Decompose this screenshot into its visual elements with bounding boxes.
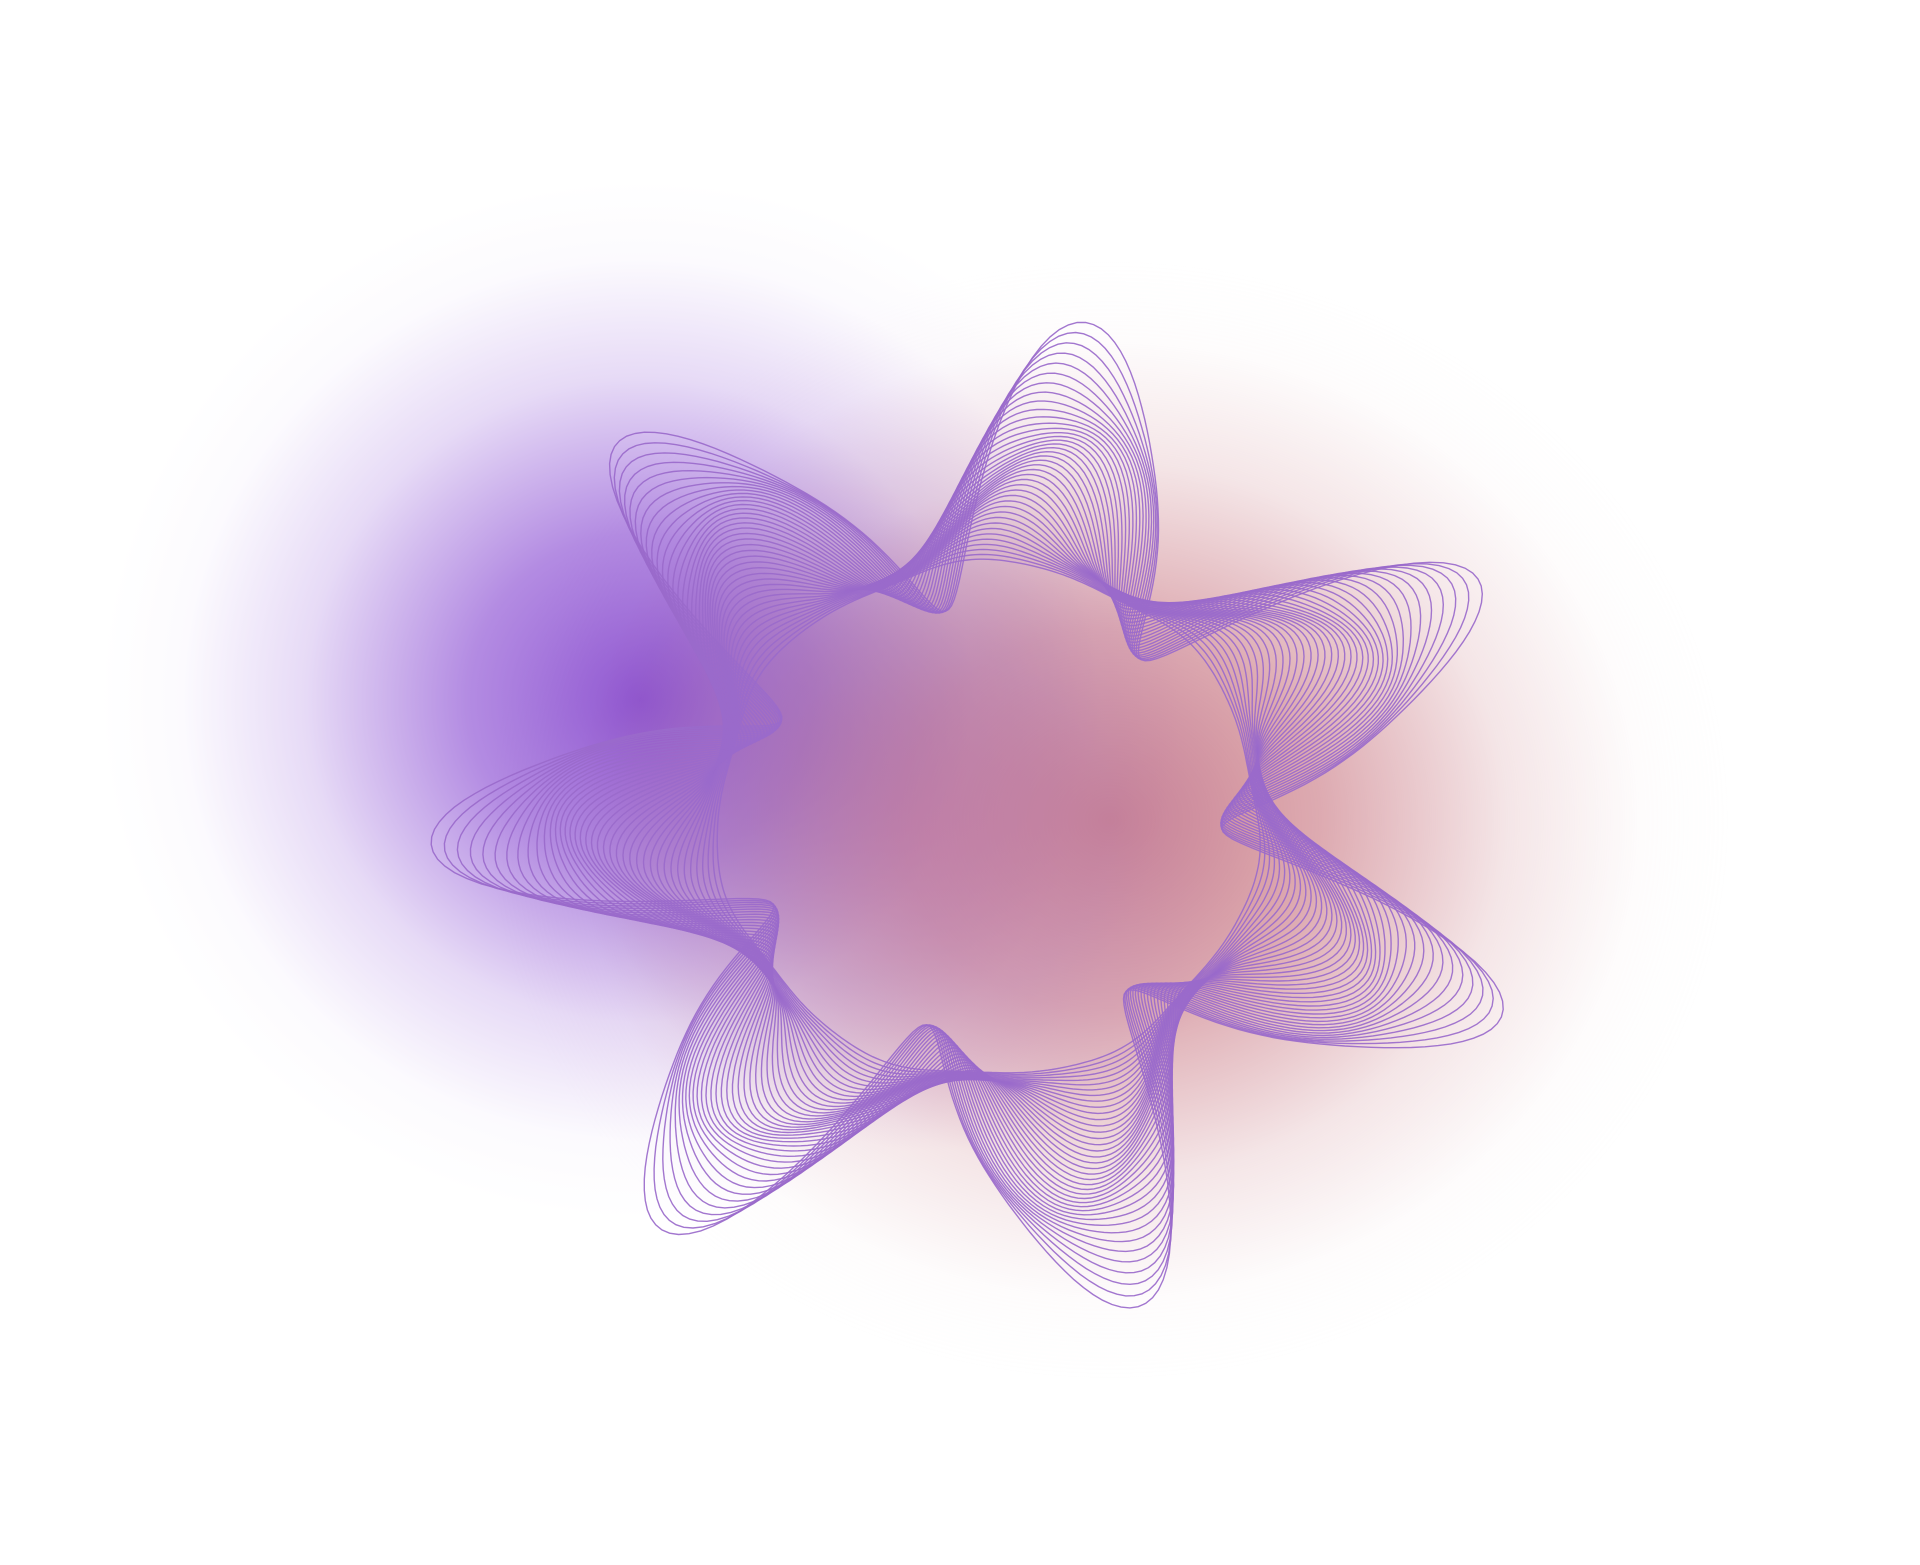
ring-line — [559, 432, 1386, 1204]
ring-line — [469, 352, 1474, 1274]
ring-line — [527, 400, 1425, 1227]
ring-line — [649, 500, 1318, 1121]
ring-line — [443, 331, 1494, 1297]
ring-line — [609, 468, 1348, 1158]
ring-line — [506, 382, 1444, 1243]
ring-line — [494, 372, 1454, 1253]
ring-line — [517, 391, 1434, 1234]
ring-line — [656, 505, 1312, 1115]
ring-line — [642, 494, 1323, 1127]
ring-line — [482, 362, 1464, 1263]
ring-line — [676, 522, 1296, 1097]
ring-line — [430, 321, 1504, 1309]
ring-line — [663, 511, 1307, 1108]
ring-line — [456, 342, 1484, 1286]
